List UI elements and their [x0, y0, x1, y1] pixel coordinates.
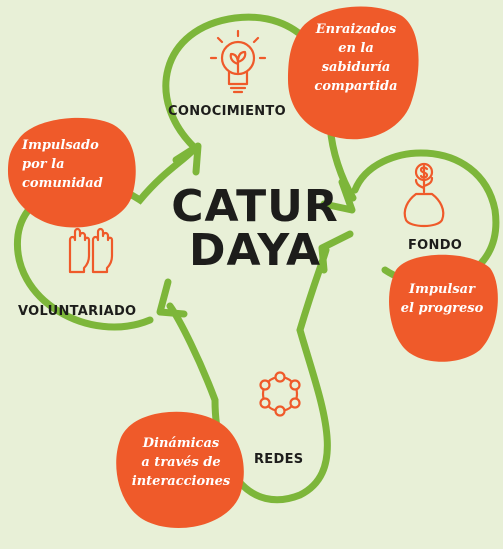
callout-line: interacciones [131, 474, 231, 489]
callout-line: Dinámicas [142, 436, 220, 451]
callout-blob-fondo [389, 254, 498, 362]
callout-line: por la [22, 157, 65, 172]
callout-line: a través de [141, 455, 221, 470]
raised-hands-icon [68, 227, 114, 274]
node-label-conocimiento: CONOCIMIENTO [168, 104, 286, 119]
center-title-line2: DAYA [188, 225, 322, 276]
money-bag-plant-icon [403, 162, 445, 228]
cycle-arrows [156, 142, 356, 318]
center-title: CATUR DAYA [150, 185, 360, 273]
node-label-fondo: FONDO [408, 238, 463, 253]
arrow-to-right [320, 178, 356, 214]
center-title-line1: CATUR [171, 181, 339, 232]
cycle-arc-top [162, 13, 357, 202]
callout-line: Impulsado [22, 138, 99, 153]
callout-conocimiento: Enraizados en la sabiduría compartida [300, 20, 412, 96]
callout-fondo: Impulsar el progreso [392, 280, 492, 318]
arrow-to-bottom [318, 230, 354, 274]
callout-line: Enraizados [315, 22, 397, 37]
arrow-to-top [172, 142, 202, 176]
network-icon [259, 371, 301, 417]
node-label-redes: REDES [254, 452, 304, 467]
cycle-arc-bottom [166, 246, 331, 504]
callout-blob-voluntariado [8, 117, 136, 228]
node-label-voluntariado: VOLUNTARIADO [18, 304, 137, 319]
lightbulb-plant-icon [209, 29, 267, 94]
callout-line: Impulsar [409, 282, 475, 297]
callout-line: comunidad [22, 176, 103, 191]
callout-redes: Dinámicas a través de interacciones [116, 434, 246, 491]
callout-blob-conocimiento [288, 6, 419, 140]
callout-blob-redes [116, 411, 244, 529]
arrow-to-left [156, 278, 188, 318]
callout-line: el progreso [400, 301, 484, 316]
callout-line: compartida [314, 79, 398, 94]
callout-line: sabiduría [321, 60, 391, 75]
callout-blobs [8, 6, 498, 529]
callout-voluntariado: Impulsado por la comunidad [22, 136, 132, 193]
callout-line: en la [338, 41, 374, 56]
